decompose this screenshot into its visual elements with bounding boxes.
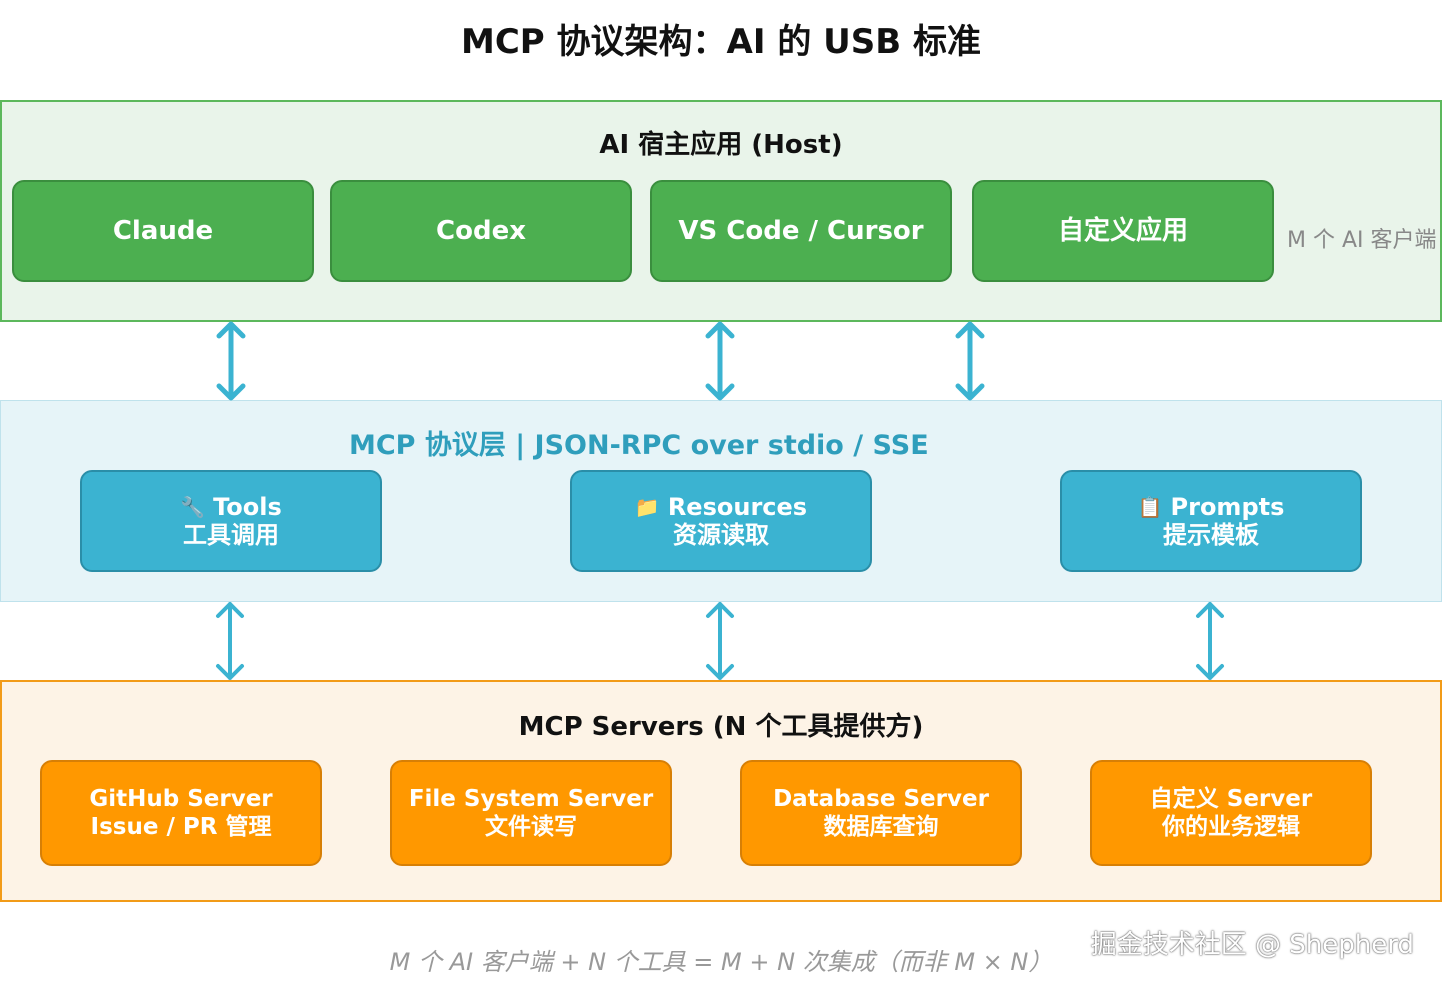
server-name: GitHub Server xyxy=(89,786,273,812)
client-box-custom-app[interactable]: 自定义应用 xyxy=(972,180,1274,282)
arrow-host-proto-3 xyxy=(955,321,985,401)
clipboard-icon: 📋 xyxy=(1137,495,1163,519)
protocol-item-desc: 资源读取 xyxy=(673,521,769,549)
protocol-item-name: Resources xyxy=(667,493,808,521)
wrench-icon: 🔧 xyxy=(180,495,206,519)
folder-icon: 📁 xyxy=(634,495,660,519)
server-name: File System Server xyxy=(408,786,654,812)
server-name: 自定义 Server xyxy=(1149,786,1313,812)
footer-formula: M 个 AI 客户端 + N 个工具 = M + N 次集成（而非 M × N） xyxy=(389,948,1053,976)
servers-layer-title: MCP Servers (N 个工具提供方) xyxy=(518,712,924,742)
arrow-host-proto-2 xyxy=(705,321,735,401)
arrow-proto-server-3 xyxy=(1196,602,1224,680)
protocol-item-desc: 提示模板 xyxy=(1163,521,1259,549)
watermark: 掘金技术社区 @ Shepherd xyxy=(1090,930,1414,960)
client-box-vscode-cursor[interactable]: VS Code / Cursor xyxy=(650,180,952,282)
clients-count-note: M 个 AI 客户端 xyxy=(1287,228,1437,253)
page-title: MCP 协议架构：AI 的 USB 标准 xyxy=(460,22,982,62)
server-name: Database Server xyxy=(773,786,989,812)
client-label: VS Code / Cursor xyxy=(678,216,924,246)
server-box-custom[interactable]: 自定义 Server 你的业务逻辑 xyxy=(1090,760,1372,866)
protocol-box-prompts[interactable]: 📋 Prompts 提示模板 xyxy=(1060,470,1362,572)
protocol-item-name: Tools xyxy=(213,493,282,521)
server-box-database[interactable]: Database Server 数据库查询 xyxy=(740,760,1022,866)
protocol-item-desc: 工具调用 xyxy=(183,521,279,549)
server-desc: 数据库查询 xyxy=(823,814,939,840)
protocol-item-name: Prompts xyxy=(1170,493,1285,521)
server-box-github[interactable]: GitHub Server Issue / PR 管理 xyxy=(40,760,322,866)
server-desc: Issue / PR 管理 xyxy=(90,814,272,840)
server-box-filesystem[interactable]: File System Server 文件读写 xyxy=(390,760,672,866)
protocol-box-resources[interactable]: 📁 Resources 资源读取 xyxy=(570,470,872,572)
server-desc: 文件读写 xyxy=(485,814,577,840)
protocol-box-tools[interactable]: 🔧 Tools 工具调用 xyxy=(80,470,382,572)
client-box-codex[interactable]: Codex xyxy=(330,180,632,282)
client-label: 自定义应用 xyxy=(1057,216,1188,246)
arrow-proto-server-2 xyxy=(706,602,734,680)
arrow-host-proto-1 xyxy=(216,321,246,401)
protocol-layer-title: MCP 协议层 | JSON-RPC over stdio / SSE xyxy=(349,430,929,461)
host-layer-title: AI 宿主应用 (Host) xyxy=(599,130,843,160)
arrow-proto-server-1 xyxy=(216,602,244,680)
server-desc: 你的业务逻辑 xyxy=(1162,814,1300,840)
client-label: Codex xyxy=(436,216,526,246)
client-label: Claude xyxy=(112,216,214,246)
client-box-claude[interactable]: Claude xyxy=(12,180,314,282)
